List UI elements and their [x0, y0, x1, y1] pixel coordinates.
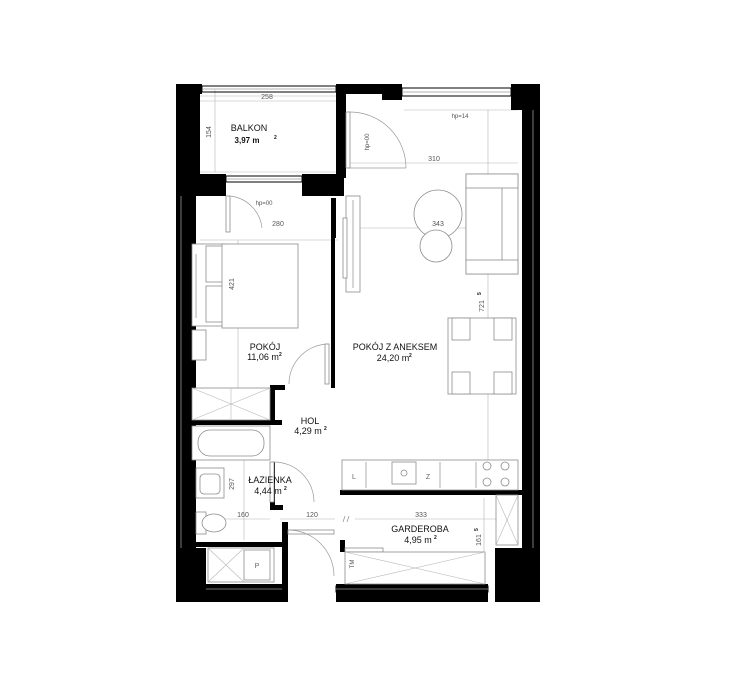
- threshold-balcony-bottom: hp=00: [256, 201, 274, 207]
- doors: [225, 111, 407, 577]
- room-lazienka: ŁAZIENKA 4,44 m 2: [248, 475, 292, 496]
- dining-table: [447, 317, 517, 395]
- room-area-hol: 4,29 m: [294, 426, 322, 436]
- bed: [191, 243, 299, 329]
- dim-balkon-width: 258: [261, 94, 273, 101]
- toilet: [195, 511, 227, 535]
- bathtub: [191, 425, 271, 461]
- room-area-sup-pokoj-z-aneksem: 2: [409, 353, 412, 359]
- dim-garderoba-depth-sup: 5: [474, 528, 480, 531]
- dim-aneks-length-sup: 5: [477, 292, 483, 295]
- room-area-balkon: 3,97 m: [235, 136, 260, 145]
- dim-aneks-length-group: 721 5: [477, 292, 486, 312]
- threshold-marks: hp=14 hp=00 hp=00: [256, 114, 470, 207]
- room-area-garderoba: 4,95 m: [404, 535, 432, 545]
- dim-aneks-inner: 343: [432, 221, 444, 228]
- dim-garderoba-width: 333: [415, 512, 427, 519]
- fridge-label: L: [352, 474, 356, 481]
- desk: [191, 329, 207, 361]
- room-name-pokoj-z-aneksem: POKÓJ Z ANEKSEM: [353, 342, 438, 352]
- appliance-labels: L Z P TM: [255, 474, 431, 570]
- dim-aneks-length: 721: [479, 300, 486, 312]
- washer-label: P: [255, 563, 260, 570]
- room-area-sup-lazienka: 2: [284, 486, 287, 492]
- room-pokoj-z-aneksem: POKÓJ Z ANEKSEM 24,20 m 2: [353, 342, 438, 363]
- room-name-garderoba: GARDEROBA: [391, 524, 449, 534]
- room-area-sup-hol: 2: [324, 426, 327, 432]
- threshold-balcony-side: hp=00: [365, 133, 371, 151]
- room-hol: HOL 4,29 m 2: [294, 416, 327, 436]
- room-name-hol: HOL: [301, 416, 320, 426]
- dim-garderoba-depth-group: 161 5: [474, 528, 483, 546]
- room-pokoj: POKÓJ 11,06 m 2: [247, 342, 282, 362]
- room-name-lazienka: ŁAZIENKA: [248, 475, 292, 485]
- room-area-pokoj: 11,06 m: [247, 352, 279, 362]
- room-name-pokoj: POKÓJ: [250, 342, 281, 352]
- kitchen-counter: [341, 459, 519, 491]
- room-area-sup-pokoj: 2: [279, 352, 282, 358]
- room-area-pokoj-z-aneksem: 24,20 m: [377, 353, 410, 363]
- dishwasher-label: Z: [426, 474, 431, 481]
- sink: [195, 467, 225, 499]
- dimension-values: 258 154 310 343 280 421 721 5 297 160 12…: [206, 94, 486, 546]
- room-garderoba: GARDEROBA 4,95 m 2: [391, 524, 449, 545]
- room-area-sup-garderoba: 2: [434, 535, 437, 541]
- dim-balkon-depth: 154: [206, 126, 213, 138]
- sliding-door-panel: [342, 195, 361, 293]
- dim-hol-width: 120: [306, 512, 318, 519]
- room-name-balkon: BALKON: [231, 123, 268, 133]
- washer-cabinet: [207, 547, 275, 583]
- dim-pokoj-length: 421: [229, 278, 236, 290]
- balcony-floor: [200, 95, 336, 173]
- sofa: [465, 173, 519, 275]
- dim-garderoba-depth: 161: [476, 534, 483, 546]
- dim-pokoj-width: 280: [272, 221, 284, 228]
- dim-lazienka-width: 160: [237, 512, 249, 519]
- windows: [177, 85, 537, 593]
- dim-aneks-width: 310: [428, 156, 440, 163]
- room-area-sup-balkon: 2: [274, 135, 277, 141]
- dim-lazienka-length: 297: [229, 478, 236, 490]
- coffee-table: [413, 189, 463, 263]
- threshold-top-right: hp=14: [452, 114, 470, 120]
- wardrobe-label: TM: [350, 560, 356, 569]
- room-area-lazienka: 4,44 m: [254, 486, 282, 496]
- entrance-marks: [342, 515, 350, 523]
- room-balkon: BALKON 3,97 m 2: [231, 123, 277, 145]
- bedroom-wardrobe: [191, 387, 271, 421]
- wardrobe-storage: [344, 494, 519, 585]
